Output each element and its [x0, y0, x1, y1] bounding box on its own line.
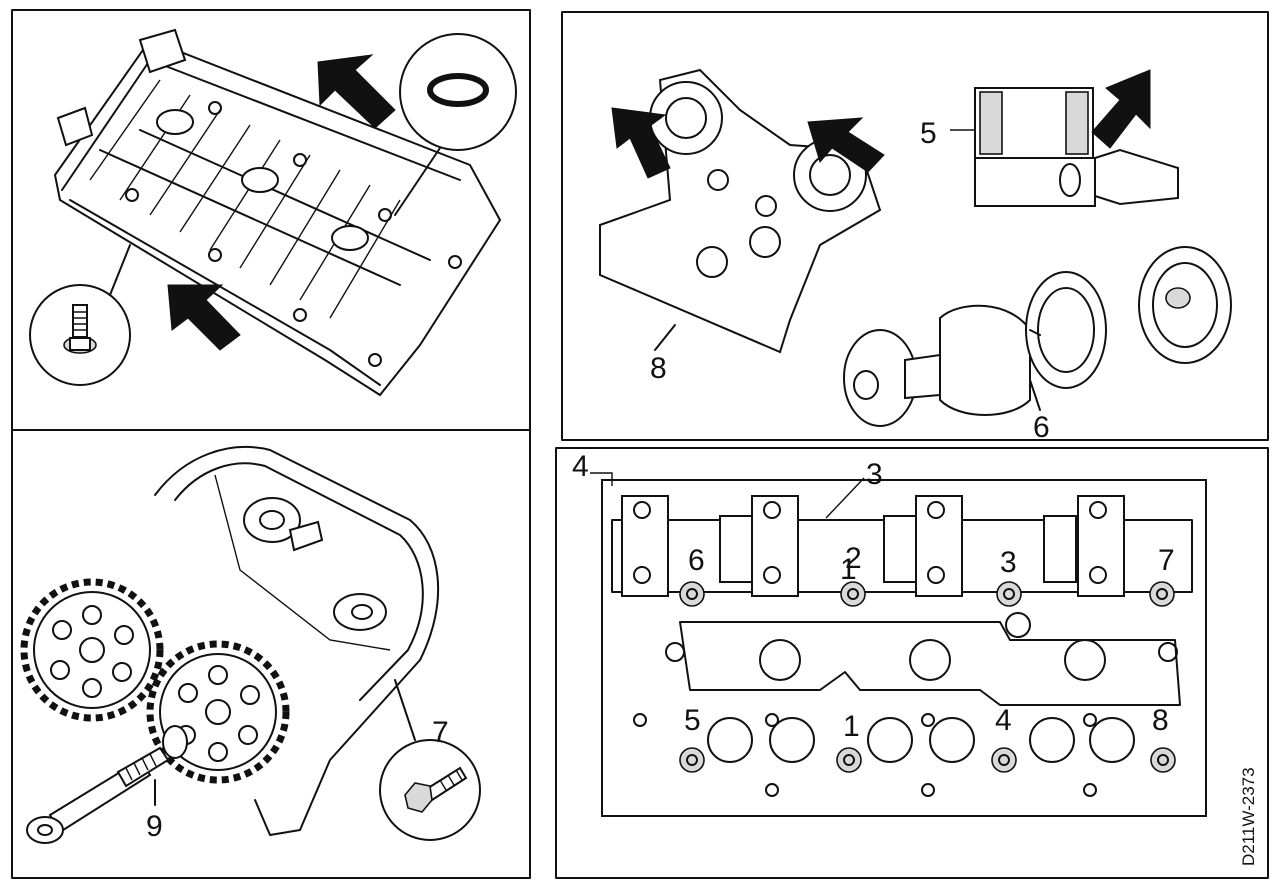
- callout-6: 6: [1033, 411, 1050, 444]
- callout-1: 1: [840, 553, 857, 586]
- panel-tightening-sequence: [555, 447, 1269, 879]
- arrow-pointer: [1091, 69, 1151, 149]
- arrow-pointer: [611, 107, 671, 179]
- cylinder-head-end: [599, 68, 882, 354]
- belt-cover: [154, 446, 440, 836]
- callout-4: 4: [572, 450, 589, 483]
- seal-drift-tool: [843, 246, 1232, 427]
- callout-sequence-3: 3: [1000, 546, 1017, 579]
- callout-sequence-7: 7: [1158, 544, 1175, 577]
- inset-bolt: [29, 244, 131, 386]
- panel-timing-belt: [11, 429, 531, 879]
- panel-cam-cover: [11, 9, 531, 431]
- arrow-pointer: [167, 284, 241, 351]
- callout-9: 9: [146, 810, 163, 843]
- panel-seal-tools: [561, 11, 1269, 441]
- cam-sprocket-right: [146, 640, 290, 784]
- panel-frame-tightening-sequence: [555, 447, 1269, 879]
- tensioner-pulley: [243, 497, 387, 631]
- panel-frame-timing-belt: [11, 429, 531, 879]
- callout-sequence-1: 1: [843, 710, 860, 743]
- figure-code: D211W-2373: [1239, 767, 1258, 866]
- callout-sequence-6: 6: [688, 544, 705, 577]
- callout-7: 7: [432, 716, 449, 749]
- cam-cover: [53, 28, 502, 397]
- callout-sequence-8: 8: [1152, 704, 1169, 737]
- callout-5: 5: [920, 117, 937, 150]
- inset-seal-ring: [394, 33, 517, 216]
- head-bolt: [679, 581, 1176, 773]
- inset-cover-bolt: [379, 679, 481, 841]
- callout-sequence-2: 2: [845, 542, 862, 575]
- panel-frame-seal-tools: [561, 11, 1269, 441]
- callout-sequence-5: 5: [684, 704, 701, 737]
- cap-bolt: [633, 501, 1107, 584]
- valve-port: [707, 717, 1135, 763]
- callout-8: 8: [650, 352, 667, 385]
- seal-installer-tool: [950, 87, 1179, 207]
- callout-sequence-4: 4: [995, 704, 1012, 737]
- sprocket-bolt: [26, 746, 170, 844]
- cam-sprocket-left: [20, 578, 164, 722]
- arrow-pointer: [807, 117, 885, 173]
- callout-3: 3: [866, 458, 883, 491]
- arrow-pointer: [317, 54, 396, 129]
